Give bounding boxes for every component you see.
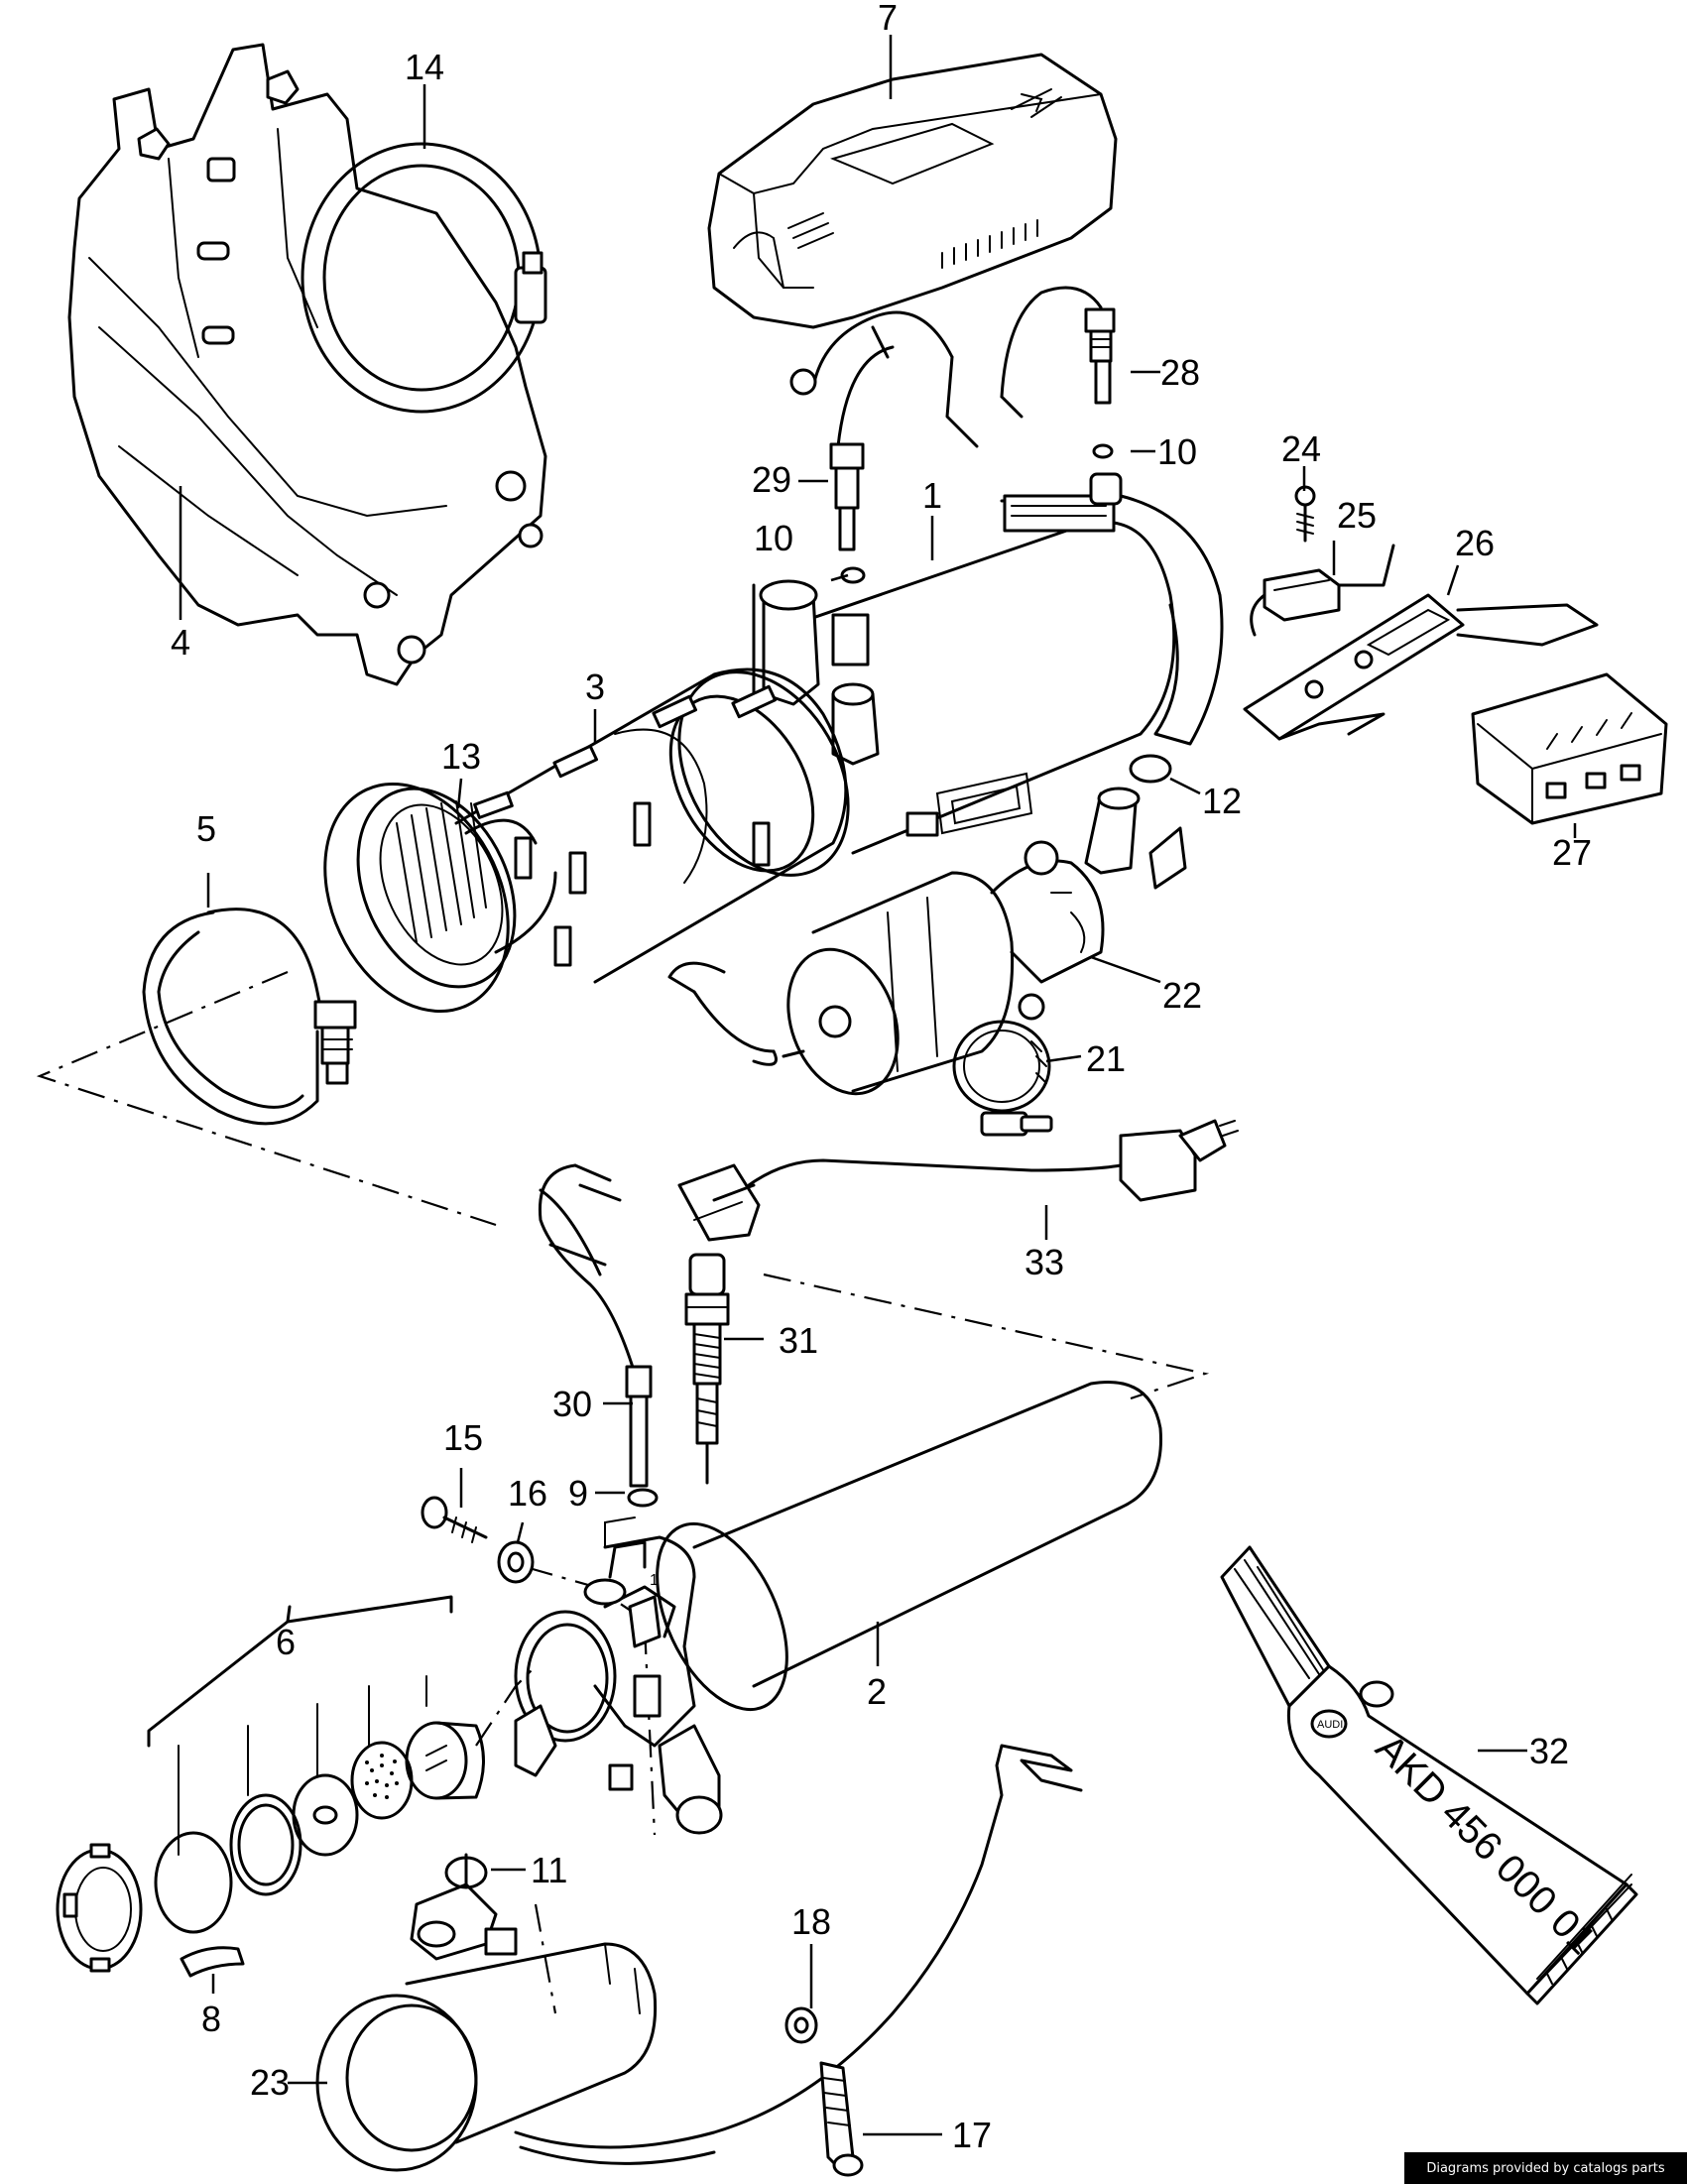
part-5-exhaust-clamp xyxy=(142,908,357,1126)
callout-5: 5 xyxy=(196,808,216,849)
part-12-o-ring xyxy=(1129,754,1172,784)
callout-6: 6 xyxy=(276,1622,296,1662)
part-16-washer xyxy=(497,1540,535,1584)
part-31-glow-plug xyxy=(684,1253,730,1485)
part-32-sealant-tube: AUDI AKD 456 000 01 xyxy=(1220,1545,1638,2005)
callout-18: 18 xyxy=(791,1901,831,1942)
part-4-heat-shield xyxy=(67,43,547,686)
motor-cable xyxy=(514,1744,1083,2149)
tube-logo-text: AUDI xyxy=(1317,1719,1343,1731)
part-1-heat-exchanger xyxy=(752,472,1224,855)
part-30-wire xyxy=(538,1163,653,1488)
callout-25: 25 xyxy=(1337,495,1377,536)
callout-1: 1 xyxy=(922,475,942,516)
callout-2: 2 xyxy=(867,1671,887,1712)
part-26-mounting-bracket xyxy=(1243,593,1599,741)
callout-3: 3 xyxy=(585,667,605,707)
callout-leaders xyxy=(179,35,1577,2136)
part-15-screw xyxy=(421,1496,488,1543)
callout-15: 15 xyxy=(443,1417,483,1458)
callout-10-left: 10 xyxy=(754,518,793,558)
callout-22: 22 xyxy=(1162,975,1202,1016)
callout-11: 11 xyxy=(531,1850,567,1890)
part-29-temperature-sensor xyxy=(829,442,865,551)
part-2-burner-housing xyxy=(514,1381,1162,1835)
callout-33: 33 xyxy=(1024,1242,1064,1282)
assembly-line-left xyxy=(36,970,497,1227)
part-10-o-ring-top xyxy=(1092,443,1114,459)
part-17-bolt xyxy=(819,2061,864,2177)
callout-4: 4 xyxy=(171,622,190,663)
part-23-blower-motor xyxy=(315,1853,658,2172)
callout-17: 17 xyxy=(952,2115,992,2155)
callout-13: 13 xyxy=(441,736,481,777)
callout-21: 21 xyxy=(1086,1038,1126,1079)
assembly-line-right xyxy=(763,1273,1210,1400)
callout-23: 23 xyxy=(250,2062,290,2103)
callout-27: 27 xyxy=(1552,832,1592,873)
part-21-hose-clamp xyxy=(952,1020,1053,1137)
part-7-cover xyxy=(707,53,1118,329)
callout-10-top: 10 xyxy=(1157,431,1197,472)
sensor-wires-top xyxy=(789,286,1103,448)
part-18-washer xyxy=(784,2006,818,2044)
part-14-clamp xyxy=(301,142,547,414)
part-13-flame-tube xyxy=(323,782,557,1014)
callout-8: 8 xyxy=(201,1999,221,2039)
part-24-screw xyxy=(1294,485,1316,543)
callout-32: 32 xyxy=(1529,1731,1569,1771)
assembly-line-vertical xyxy=(643,1626,657,1836)
callout-numbers: 7 14 4 28 10 29 10 1 3 13 5 12 22 21 24 … xyxy=(171,0,1592,2155)
part-10-o-ring-left xyxy=(840,566,866,584)
motor-cable-lower xyxy=(519,2145,716,2165)
part-9-o-ring xyxy=(627,1488,659,1508)
callout-9: 9 xyxy=(568,1473,588,1514)
filter-retaining-cap xyxy=(56,1843,143,1973)
callout-16: 16 xyxy=(508,1473,547,1514)
part-22-water-pump xyxy=(667,787,1187,1096)
callout-12: 12 xyxy=(1202,781,1242,821)
callout-24: 24 xyxy=(1281,428,1321,469)
part-27-connector-block xyxy=(1471,672,1668,825)
part-6-filter-set xyxy=(147,1595,485,1934)
callout-28: 28 xyxy=(1160,352,1200,393)
callout-7: 7 xyxy=(878,0,898,38)
credit-banner: Diagrams provided by catalogs parts xyxy=(1404,2152,1687,2184)
part-25-relay xyxy=(1250,544,1395,637)
part-28-temperature-sensor xyxy=(1084,307,1116,405)
callout-29: 29 xyxy=(752,459,791,500)
part-3-combustion-chamber xyxy=(454,667,850,984)
callout-31: 31 xyxy=(779,1320,818,1361)
part-8-clip xyxy=(180,1946,245,1978)
callout-26: 26 xyxy=(1455,523,1495,563)
callout-30: 30 xyxy=(552,1384,592,1424)
stamp-mark: 1 xyxy=(650,1572,659,1589)
assembly-line-pump-b xyxy=(534,1903,557,2014)
part-33-wiring-harness xyxy=(677,1119,1239,1242)
callout-14: 14 xyxy=(405,47,444,87)
